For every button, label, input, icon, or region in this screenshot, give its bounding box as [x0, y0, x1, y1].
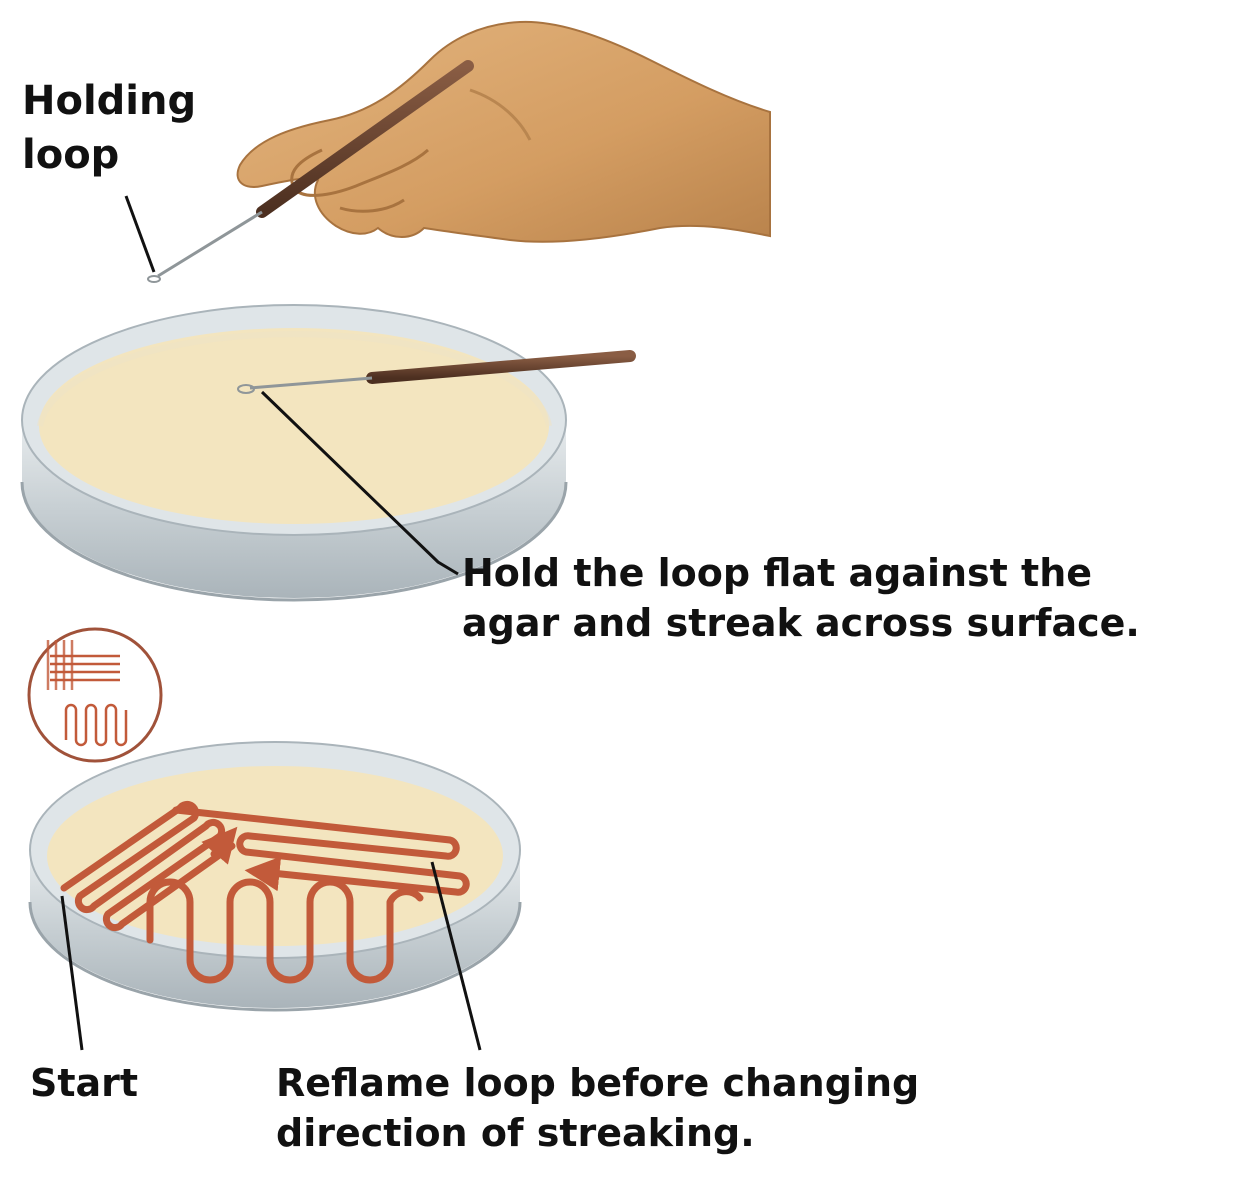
reflame-label: Reflame loop before changing direction o…	[276, 1058, 919, 1158]
start-leader	[60, 895, 84, 1051]
inoculating-loop-icon	[237, 350, 636, 394]
held-loop-icon	[147, 60, 474, 283]
holding-loop-label: Holding loop	[22, 74, 196, 182]
reflame-leader	[430, 861, 482, 1051]
reflame-line-1: Reflame loop before changing	[276, 1061, 920, 1105]
streak-lines	[60, 800, 470, 984]
streak-pattern-icon	[27, 627, 163, 763]
holding-loop-line-1: Holding	[22, 78, 197, 124]
hold-flat-label: Hold the loop flat against the agar and …	[462, 548, 1140, 648]
start-label: Start	[30, 1061, 139, 1105]
reflame-line-2: direction of streaking.	[276, 1111, 755, 1155]
hold-flat-leader	[260, 390, 459, 576]
hand-icon	[236, 20, 771, 243]
hold-flat-line-1: Hold the loop flat against the	[462, 551, 1093, 595]
hold-flat-line-2: agar and streak across surface.	[462, 601, 1140, 645]
holding-loop-line-2: loop	[22, 132, 120, 178]
holding-loop-leader	[124, 195, 156, 273]
